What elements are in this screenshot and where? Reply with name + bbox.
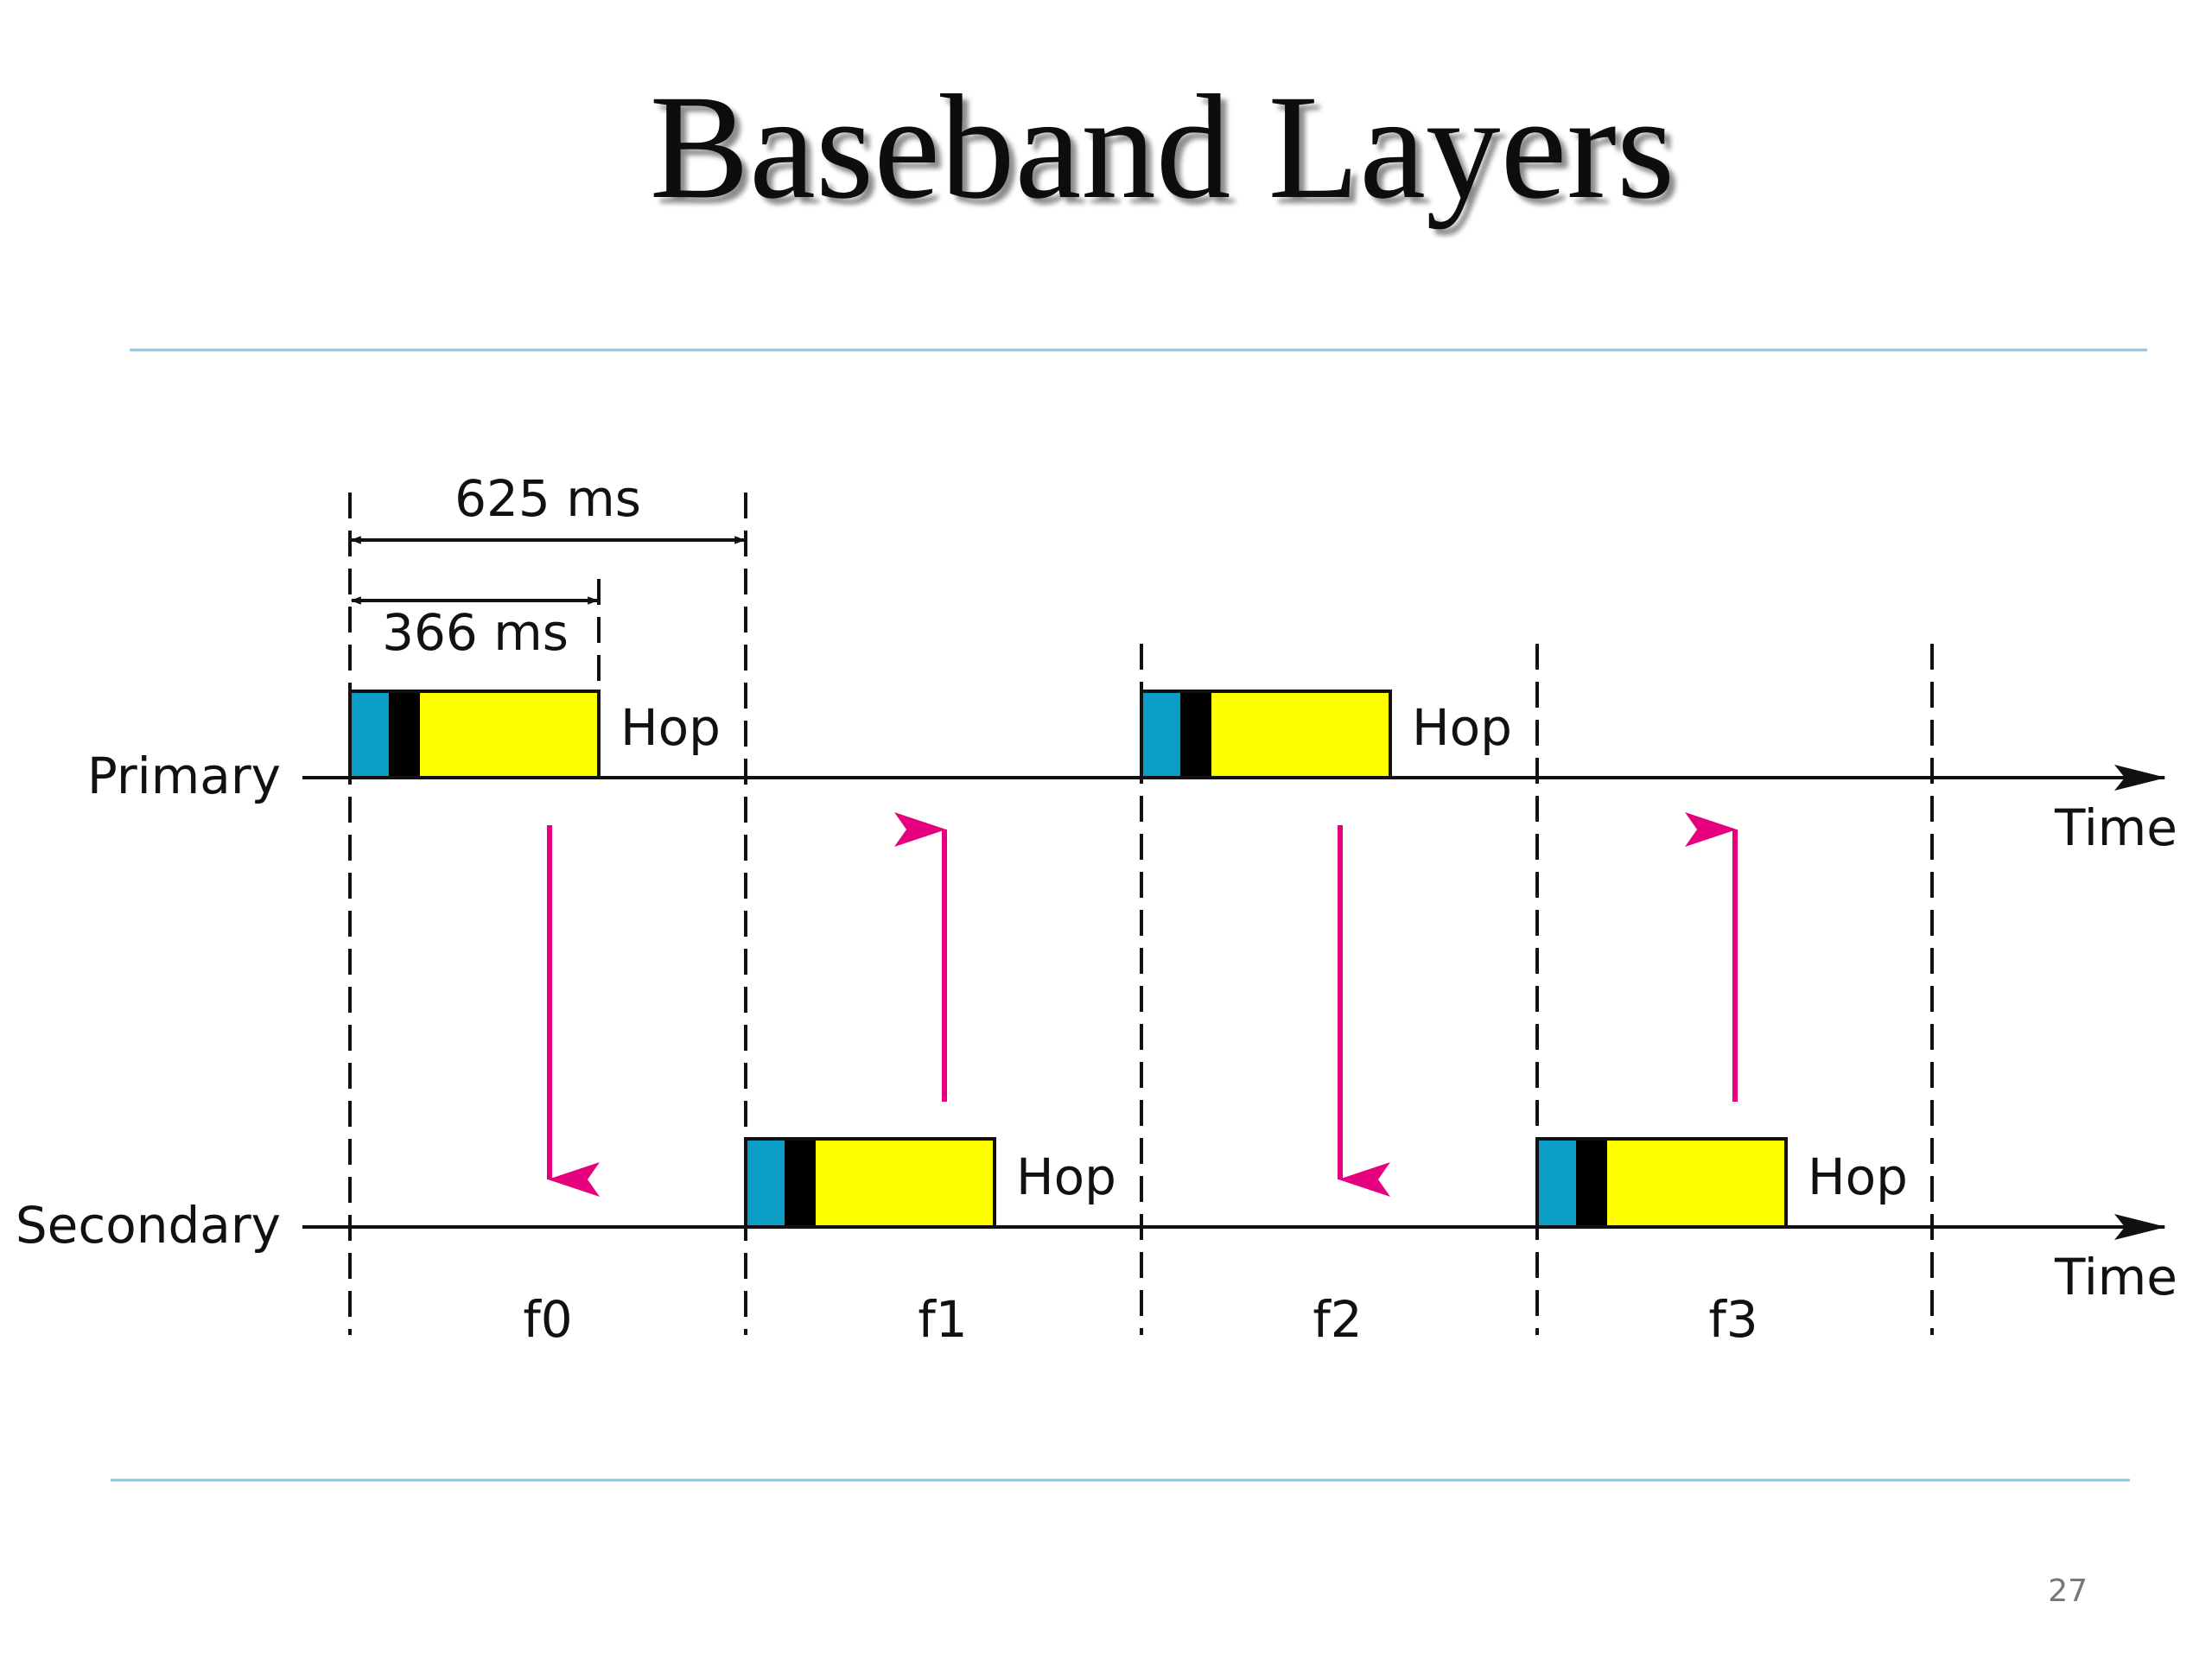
hop-label-f2: Hop bbox=[1412, 698, 1512, 757]
frequency-label-f1: f1 bbox=[918, 1290, 967, 1349]
packet-sync bbox=[785, 1139, 816, 1227]
packet-outline bbox=[1535, 1137, 1788, 1229]
secondary-time-label: Time bbox=[2054, 1248, 2177, 1306]
packet-header bbox=[746, 1139, 785, 1227]
packet-secondary-f3 bbox=[1535, 1137, 1788, 1229]
packet-header bbox=[350, 691, 389, 778]
packet-duration-label: 366 ms bbox=[382, 603, 569, 662]
slot-duration-label: 625 ms bbox=[454, 469, 641, 528]
packet-sync bbox=[1180, 691, 1211, 778]
packet-outline bbox=[744, 1137, 996, 1229]
packet-outline bbox=[348, 690, 601, 779]
packet-header bbox=[1537, 1139, 1576, 1227]
packet-header bbox=[1141, 691, 1180, 778]
frequency-label-f2: f2 bbox=[1313, 1290, 1362, 1349]
primary-label: Primary bbox=[87, 747, 281, 805]
packet-payload bbox=[420, 691, 599, 778]
packet-secondary-f1 bbox=[744, 1137, 996, 1229]
packet-sync bbox=[1576, 1139, 1607, 1227]
frequency-label-f3: f3 bbox=[1708, 1290, 1758, 1349]
packet-primary-f2 bbox=[1140, 690, 1392, 779]
hop-label-f1: Hop bbox=[1016, 1147, 1116, 1206]
hop-label-f3: Hop bbox=[1808, 1147, 1908, 1206]
slide-title: Baseband Layers bbox=[650, 65, 1675, 230]
packet-outline bbox=[1140, 690, 1392, 779]
packet-sync bbox=[389, 691, 420, 778]
packet-payload bbox=[816, 1139, 995, 1227]
packet-payload bbox=[1211, 691, 1390, 778]
hop-label-f0: Hop bbox=[620, 698, 721, 757]
secondary-label: Secondary bbox=[16, 1196, 281, 1255]
packet-primary-f0 bbox=[348, 690, 601, 779]
primary-time-label: Time bbox=[2054, 798, 2177, 857]
packet-payload bbox=[1607, 1139, 1786, 1227]
frequency-label-f0: f0 bbox=[523, 1290, 572, 1349]
page-number: 27 bbox=[2048, 1573, 2088, 1609]
